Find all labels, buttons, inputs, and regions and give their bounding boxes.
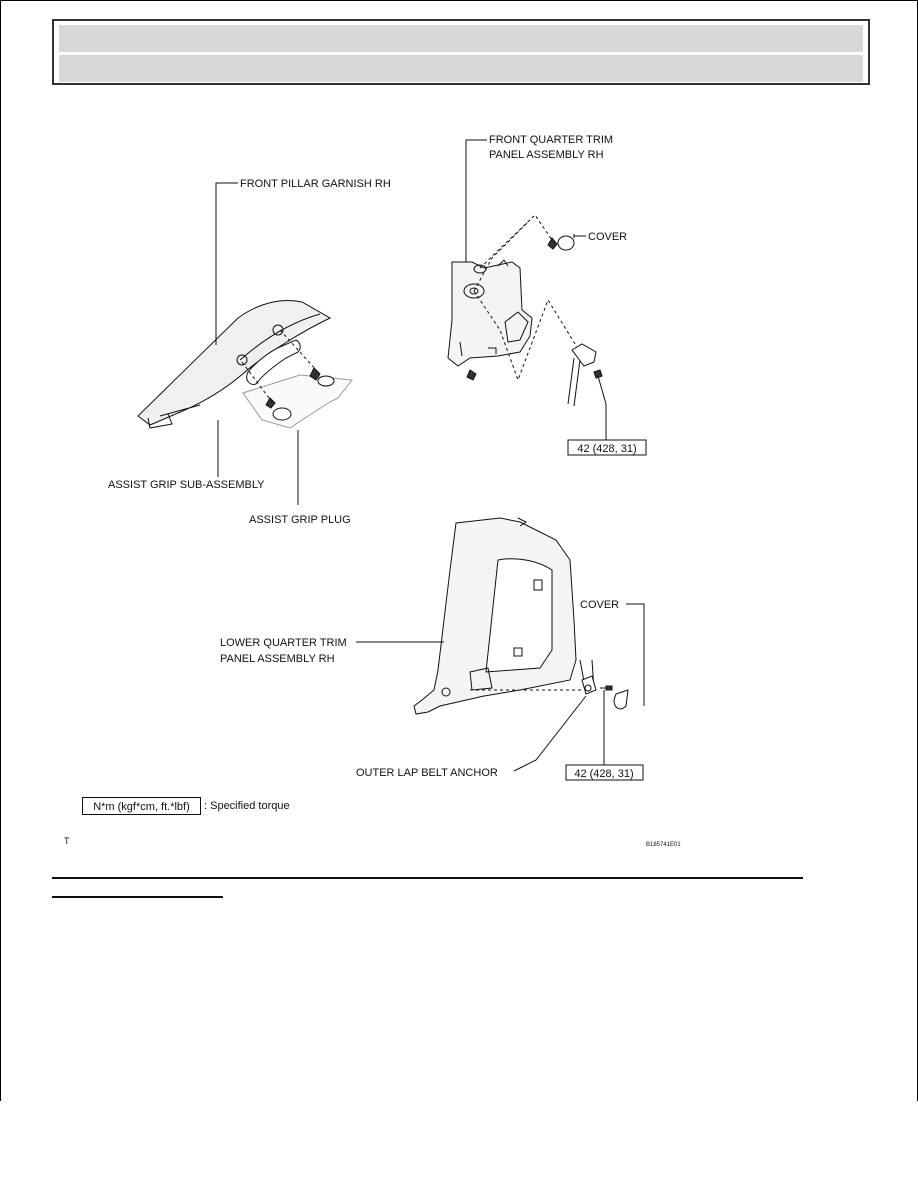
torque-unit-legend-box: N*m (kgf*cm, ft.*lbf) bbox=[82, 797, 201, 815]
horizontal-rule bbox=[52, 877, 803, 879]
garnish-guide-lines bbox=[241, 329, 319, 403]
label-front-quarter-trim-2: PANEL ASSEMBLY RH bbox=[489, 149, 604, 161]
front-quarter-trim-drawing bbox=[447, 259, 533, 367]
label-assist-grip-sub-assembly: ASSIST GRIP SUB-ASSEMBLY bbox=[108, 479, 265, 491]
header-box bbox=[52, 19, 870, 85]
torque-box-top bbox=[567, 439, 647, 456]
leader-belt-anchor bbox=[513, 695, 587, 772]
figure-code: B185741E01 bbox=[646, 842, 681, 848]
label-assist-grip-plug: ASSIST GRIP PLUG bbox=[249, 514, 351, 526]
assist-grip-drawing bbox=[236, 324, 301, 385]
horizontal-rule-short bbox=[52, 896, 223, 898]
leader-cover-bottom bbox=[626, 603, 645, 706]
label-torque-bottom: 42 (428, 31) bbox=[574, 768, 633, 780]
label-cover-top: COVER bbox=[588, 231, 627, 243]
seat-belt-top-drawing bbox=[466, 343, 607, 407]
label-lower-quarter-trim-2: PANEL ASSEMBLY RH bbox=[220, 653, 335, 665]
torque-box-bottom bbox=[565, 764, 644, 781]
t-mark: T bbox=[64, 836, 70, 846]
cover-bottom-drawing bbox=[613, 689, 629, 710]
label-lower-quarter-trim-1: LOWER QUARTER TRIM bbox=[220, 637, 347, 649]
label-front-pillar-garnish: FRONT PILLAR GARNISH RH bbox=[240, 178, 391, 190]
assist-grip-plug-panel bbox=[242, 367, 353, 429]
quarter-trim-guide-lines bbox=[473, 214, 581, 382]
torque-legend-text: : Specified torque bbox=[204, 800, 290, 812]
label-outer-lap-belt-anchor: OUTER LAP BELT ANCHOR bbox=[356, 767, 498, 779]
header-row-2 bbox=[59, 55, 863, 82]
lower-quarter-trim-drawing bbox=[413, 517, 577, 715]
label-torque-top: 42 (428, 31) bbox=[577, 443, 636, 455]
leader-front-pillar bbox=[215, 182, 238, 345]
header-row-1 bbox=[59, 25, 863, 52]
label-cover-bottom: COVER bbox=[580, 599, 619, 611]
belt-anchor-drawing bbox=[579, 659, 613, 695]
cover-top-drawing bbox=[547, 235, 575, 251]
label-front-quarter-trim-1: FRONT QUARTER TRIM bbox=[489, 134, 613, 146]
